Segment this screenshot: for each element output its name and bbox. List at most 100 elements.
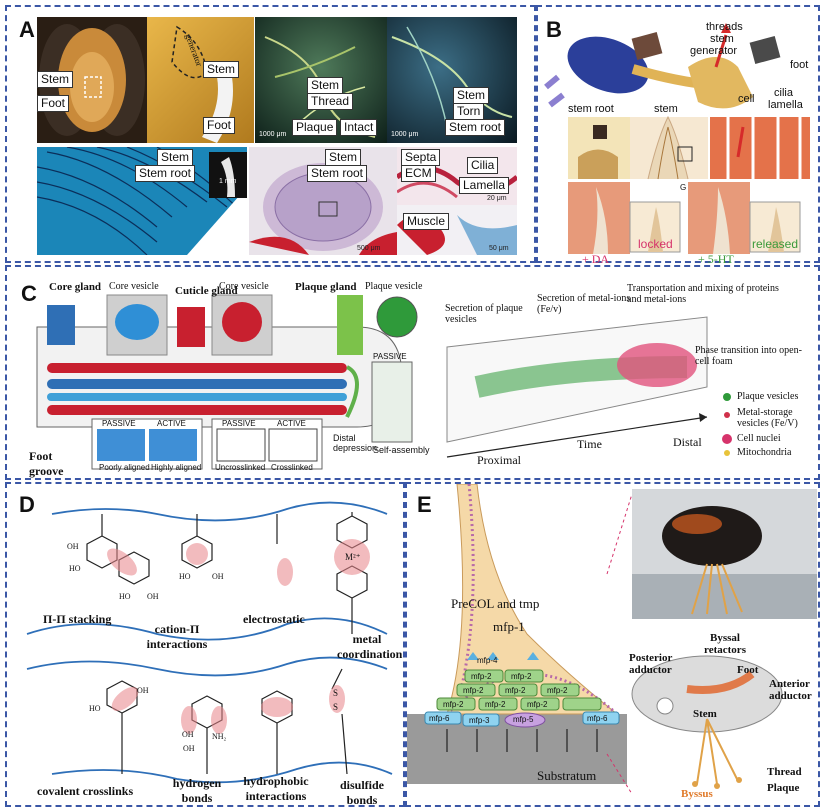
e-mfp2-8: mfp-2 (527, 700, 548, 709)
c-core-vesicle-2: Core vesicle (219, 281, 269, 292)
c-distal: Distal (673, 435, 702, 449)
c-plaque-vesicle: Plaque vesicle (365, 281, 423, 292)
b-5ht: + 5-HT (698, 252, 734, 266)
foot-photo: generator (147, 17, 254, 143)
panel-c: C Core gland (5, 265, 820, 480)
d-atom-8: HO (89, 704, 101, 713)
d-s-1: S (333, 688, 339, 698)
d-covalent: covalent crosslinks (37, 784, 134, 798)
c-plaque-gland: Plaque gland (295, 281, 357, 293)
e-mfp4: mfp-4 (477, 656, 498, 665)
scale-lamella: 20 μm (487, 195, 507, 202)
e-mfp1: mfp-1 (493, 619, 525, 634)
c-secretion-metal: Secretion of metal-ions (Fe/v) (537, 293, 631, 315)
b-lamella: lamella (768, 99, 803, 111)
c-core-gland: Core gland (49, 281, 102, 293)
tag-foot-1: Foot (37, 95, 70, 112)
tag-stem-3: Stem (307, 77, 344, 94)
tag-stem-2: Stem (203, 61, 240, 78)
tag-stem-root-3: Stem root (307, 165, 368, 182)
scale-thread-torn: 1000 μm (391, 131, 419, 138)
panel-b-label: B (546, 17, 562, 42)
d-atom-3: HO (119, 592, 131, 601)
c-transport-mixing: Transportation and mixing of proteins an… (627, 283, 779, 305)
d-metal: M²⁺ (345, 552, 361, 562)
c-legend-metal: Metal-storage vesicles (Fe/V) (737, 407, 798, 429)
tag-stem-6: Stem (325, 149, 362, 166)
c-highly-aligned: Highly aligned (151, 463, 202, 472)
tag-septa: Septa (401, 149, 441, 166)
d-atom-11: OH (183, 744, 195, 753)
e-mfp5: mfp-5 (513, 715, 534, 724)
thread-torn-graphic (391, 26, 513, 128)
b-cilia: cilia (774, 87, 793, 99)
c-self-assembly: Self-assembly (373, 445, 430, 455)
e-mfp2-1: mfp-2 (471, 672, 492, 681)
b-stem-root: stem root (568, 103, 614, 115)
tag-foot-2: Foot (203, 117, 236, 134)
e-byssal-retactors: Byssal retactors (704, 632, 746, 656)
stem-root-histology: 500 μm (249, 147, 397, 255)
e-substratum: Substratum (537, 768, 597, 783)
e-mfp3: mfp-3 (469, 716, 490, 725)
c-passive-3: PASSIVE (222, 419, 256, 428)
b-cell: cell (738, 93, 755, 105)
tag-thread: Thread (307, 93, 354, 110)
d-atom-12: NH₂ (212, 732, 227, 741)
c-active-1: ACTIVE (157, 419, 186, 428)
d-electrostatic: electrostatic (243, 612, 305, 626)
d-atom-1: HO (69, 564, 81, 573)
tag-plaque: Plaque (292, 119, 338, 136)
panel-d-graphic (26, 501, 393, 784)
panel-a: A generator 1000 μm 1000 μm (5, 5, 536, 263)
tag-stem-5: Stem (157, 149, 194, 166)
panel-a-label: A (19, 17, 35, 42)
tag-stem-1: Stem (37, 71, 74, 88)
c-time: Time (577, 437, 602, 451)
c-uncrosslinked: Uncrosslinked (215, 463, 266, 472)
tag-intact: Intact (340, 119, 378, 136)
stem-root-inset: 1 mm (209, 152, 247, 198)
b-released: released (752, 237, 799, 251)
e-mfp2-2: mfp-2 (511, 672, 532, 681)
d-atom-6: OH (212, 572, 224, 581)
b-foot: foot (790, 59, 809, 71)
foot-photo-graphic (171, 25, 233, 143)
e-anterior-adductor: Anterior adductor (769, 678, 812, 702)
c-active-2: ACTIVE (277, 419, 306, 428)
panel-d-label: D (19, 492, 35, 517)
c-distal-depression: Distal depression (333, 433, 378, 453)
stem-root-inset-graphic (221, 157, 235, 197)
tag-cilia: Cilia (467, 157, 499, 174)
b-generator: generator (690, 45, 738, 57)
d-atom-9: OH (137, 686, 149, 695)
e-mfp2-5: mfp-2 (547, 686, 568, 695)
panel-d: D HO OH HO OH HO (5, 482, 405, 807)
d-atom-4: OH (147, 592, 159, 601)
c-crosslinked: Crosslinked (271, 463, 313, 472)
tag-ecm: ECM (401, 165, 436, 182)
scale-inset: 1 mm (219, 178, 237, 185)
c-legend-plaque: Plaque vesicles (737, 391, 799, 402)
c-phase-transition: Phase transition into open-cell foam (695, 345, 802, 367)
d-hydrogen: hydrogen bonds (172, 776, 222, 805)
b-threads: threads (706, 21, 743, 33)
c-passive-1: PASSIVE (373, 352, 407, 361)
d-s-2: S (333, 702, 339, 712)
b-da: + DA (582, 252, 610, 266)
scale-muscle: 50 μm (489, 245, 509, 252)
e-precol: PreCOL and tmp (451, 596, 540, 611)
panel-e-graphic (407, 484, 817, 795)
d-atom-5: HO (179, 572, 191, 581)
c-secretion-plaque: Secretion of plaque vesicles (445, 303, 523, 325)
e-mfp2-4: mfp-2 (505, 686, 526, 695)
b-stem: stem (710, 33, 734, 45)
c-legend-nuclei: Cell nuclei (737, 433, 781, 444)
histology-graphic (249, 163, 397, 255)
c-passive-2: PASSIVE (102, 419, 136, 428)
e-foot: Foot (737, 664, 759, 676)
tag-torn: Torn (453, 103, 485, 120)
scale-thread-intact: 1000 μm (259, 131, 287, 138)
c-proximal: Proximal (477, 453, 521, 467)
d-disulfide: disulfide bonds (339, 778, 384, 807)
